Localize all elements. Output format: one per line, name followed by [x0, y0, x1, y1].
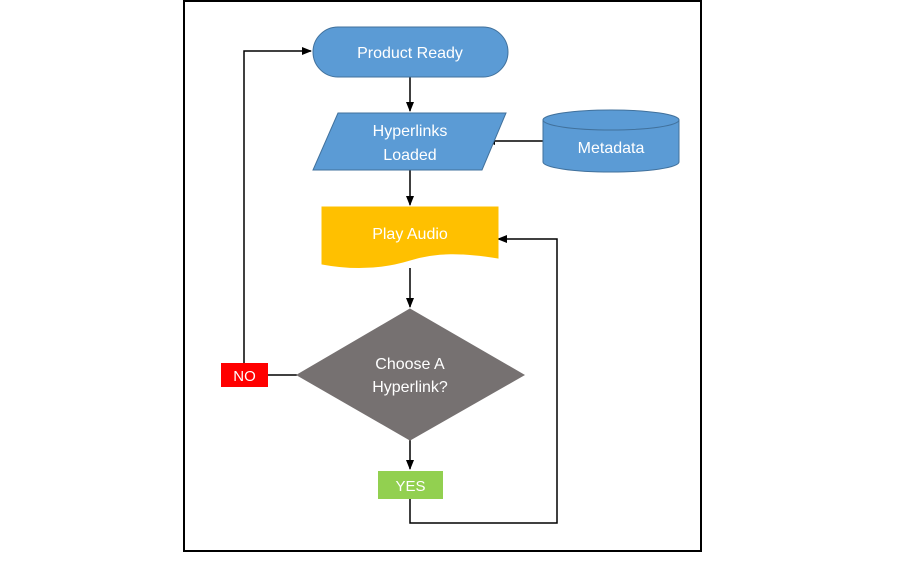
- node-label: Play Audio: [372, 226, 448, 243]
- tag-yes: YES: [378, 471, 443, 499]
- tag-no-label: NO: [233, 368, 256, 385]
- tag-no-box: [221, 363, 268, 387]
- node-label: Product Ready: [357, 45, 463, 62]
- node-choose-hyperlink: Choose A Hyperlink?: [296, 308, 526, 441]
- document-shape: [321, 206, 499, 268]
- arrow-no-loop-to-start: [243, 47, 312, 363]
- tag-no: NO: [221, 363, 268, 387]
- connectors: [243, 47, 558, 524]
- node-label-line1: Choose A: [375, 356, 445, 373]
- arrow-yes-loop-to-audio: [409, 235, 558, 524]
- node-metadata: Metadata: [542, 109, 680, 173]
- cylinder-top: [542, 109, 680, 131]
- node-play-audio: Play Audio: [321, 206, 499, 268]
- diagram-frame: [183, 0, 702, 552]
- parallelogram-shape: [312, 112, 507, 171]
- node-label-line1: Hyperlinks: [373, 123, 448, 140]
- node-label-line2: Loaded: [383, 147, 436, 164]
- decision-diamond: [296, 308, 526, 441]
- terminator-shape: [312, 26, 509, 78]
- node-hyperlinks-loaded: Hyperlinks Loaded: [312, 112, 507, 171]
- node-product-ready: Product Ready: [312, 26, 509, 78]
- tag-yes-box: [378, 471, 443, 499]
- tag-yes-label: YES: [395, 478, 425, 495]
- cylinder-body: [542, 119, 680, 173]
- node-label: Metadata: [578, 140, 645, 157]
- node-label-line2: Hyperlink?: [372, 379, 448, 396]
